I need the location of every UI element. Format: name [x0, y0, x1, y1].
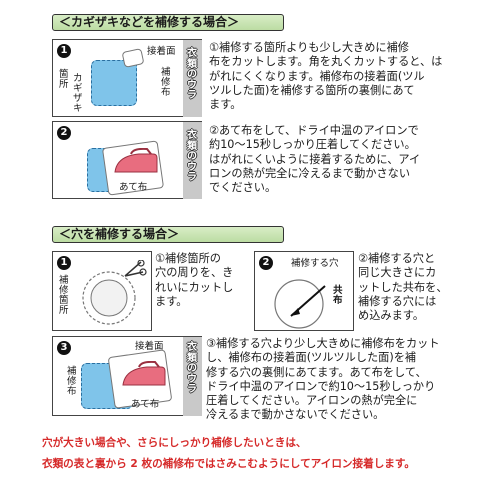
section-title-kagizaki: ＜カギザキなどを補修する場合＞ — [52, 14, 284, 31]
hole-step2-instructions: ②補修する穴と 同じ大きさにカ ットした共布を、 補修する穴には め込みます。 — [358, 252, 448, 323]
damage-location-label: 箇 所 — [59, 69, 69, 90]
garment-back-strip — [183, 337, 202, 416]
repair-location-label: 補 修 箇 所 — [59, 275, 69, 316]
same-fabric-label: 共 布 — [333, 285, 343, 306]
step1-instructions: ①補修する箇所よりも少し大きめに補修 布をカットします。角を丸くカットすると、は… — [209, 41, 443, 112]
step2-instructions: ②あて布をして、ドライ中温のアイロンで 約10〜15秒しっかり圧着してください。… — [209, 124, 421, 195]
step-number-2: 2 — [259, 256, 273, 270]
garment-back-label: 衣 類 の ウ ラ — [187, 130, 197, 183]
note-line-1: 穴が大きい場合や、さらにしっかり補修したいときは、 — [42, 437, 307, 449]
repair-patch-label: 補 修 布 — [67, 366, 77, 397]
garment-back-strip — [183, 122, 202, 199]
iron-icon — [114, 148, 158, 173]
hole-step1-instructions: ①補修箇所の 穴の周りを、き れいにカットし ます。 — [155, 252, 234, 308]
hole-label: 補修する穴 — [291, 258, 339, 269]
note-line-2: 衣類の表と裏から 2 枚の補修布ではさみこむようにしてアイロン接着します。 — [42, 458, 416, 470]
step1-illustration-box: 衣 類 の ウ ラ 1 接着面 補 修 布 箇 所 カ ギ ザ キ — [52, 39, 202, 117]
garment-back-label: 衣 類 の ウ ラ — [187, 342, 197, 395]
hole-step3-illustration-box: 衣 類 の ウ ラ 3 接着面 補 修 布 あて布 — [52, 336, 202, 416]
section-title-hole: ＜穴を補修する場合＞ — [52, 226, 284, 243]
garment-back-label: 衣 類 の ウ ラ — [187, 48, 197, 101]
step-number-2: 2 — [57, 126, 71, 140]
step-number-1: 1 — [57, 256, 71, 270]
hole-step3-instructions: ③補修する穴より少し大きめに補修布をカット し、補修布の接着面(ツルツルした面)… — [206, 337, 440, 422]
step-number-3: 3 — [57, 341, 71, 355]
iron-icon — [122, 361, 166, 386]
hole-step1-illustration-box: 1 補 修 箇 所 — [52, 251, 152, 331]
repair-patch — [91, 60, 137, 106]
step2-illustration-box: 衣 類 の ウ ラ 2 あて布 — [52, 121, 202, 199]
tear-label: カ ギ ザ キ — [73, 73, 83, 114]
pressing-cloth-label: あて布 — [119, 182, 148, 193]
garment-back-strip — [183, 40, 202, 117]
hole-cut-diagram — [82, 260, 147, 325]
step-number-1: 1 — [57, 44, 71, 58]
pressing-cloth-label: あて布 — [131, 399, 160, 410]
repair-patch-label: 補 修 布 — [161, 67, 171, 98]
fabric-insert-diagram — [274, 279, 326, 329]
hole-step2-illustration-box: 2 補修する穴 共 布 — [254, 251, 354, 331]
adhesive-side-label: 接着面 — [135, 341, 164, 352]
adhesive-side-label: 接着面 — [147, 46, 176, 57]
peeled-corner — [121, 48, 145, 68]
